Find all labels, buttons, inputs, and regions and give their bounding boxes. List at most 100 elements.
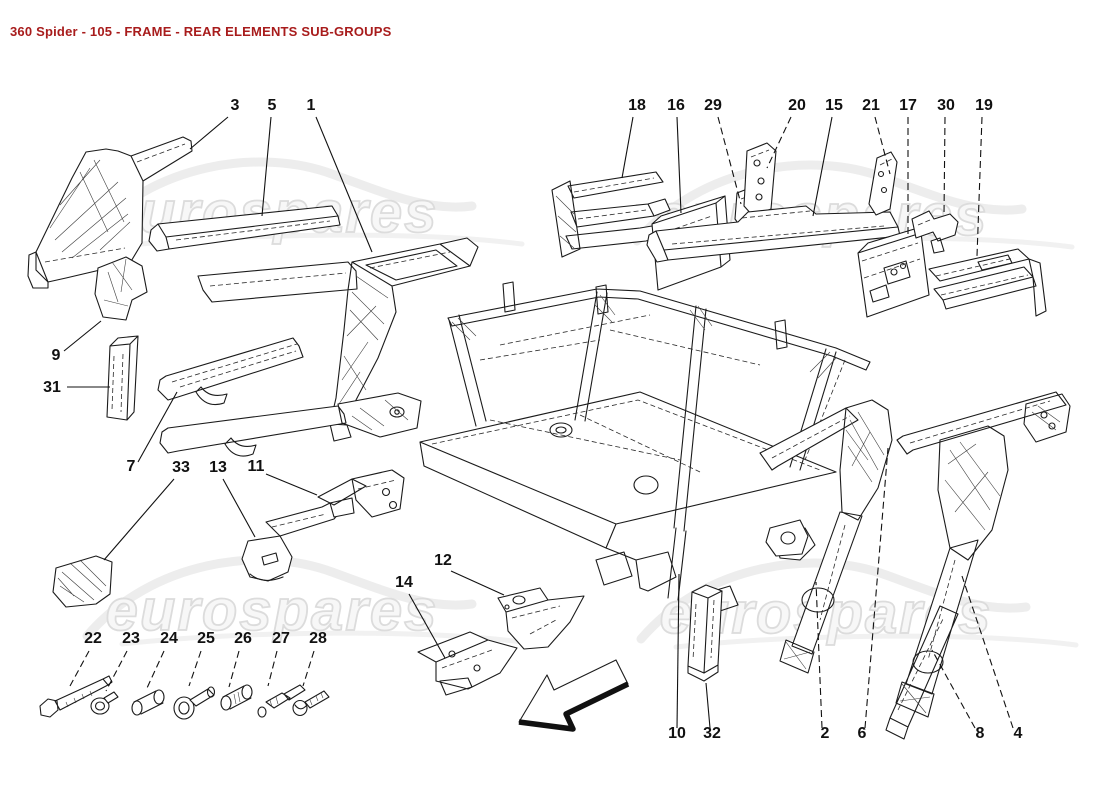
part-number-17: 17 bbox=[899, 97, 917, 114]
leader-line-30 bbox=[943, 116, 946, 216]
leader-line-26 bbox=[228, 650, 240, 688]
outline bbox=[687, 584, 723, 682]
part-number-8: 8 bbox=[976, 725, 985, 742]
head bbox=[292, 699, 308, 717]
rear-subframe-right bbox=[885, 391, 1071, 740]
detail-lines bbox=[671, 210, 885, 245]
hole bbox=[757, 177, 765, 185]
leader-line-5 bbox=[261, 116, 272, 217]
latch-circle bbox=[899, 262, 907, 270]
detail-lines bbox=[357, 479, 397, 490]
leader-line-8 bbox=[931, 649, 976, 729]
hatch-lines bbox=[103, 258, 133, 307]
frame-gusset-hatch bbox=[451, 294, 837, 379]
frame-mount-ring bbox=[633, 475, 659, 495]
part-number-33: 33 bbox=[172, 459, 190, 476]
outline bbox=[52, 555, 113, 608]
detail-lines bbox=[771, 415, 851, 621]
leader-line-21 bbox=[874, 116, 891, 175]
hatch-lines bbox=[783, 411, 885, 670]
leader-line-19 bbox=[976, 116, 983, 257]
detail-lines bbox=[750, 149, 770, 158]
leader-line-12 bbox=[450, 570, 505, 596]
hatch-lines bbox=[351, 399, 409, 431]
outline bbox=[148, 205, 341, 252]
shaft bbox=[304, 690, 330, 709]
part-number-1: 1 bbox=[307, 97, 316, 114]
part-number-19: 19 bbox=[975, 97, 993, 114]
part-number-29: 29 bbox=[704, 97, 722, 114]
part-drawing-rail-5 bbox=[148, 205, 341, 252]
thread-lines bbox=[65, 690, 93, 708]
detail-lines bbox=[271, 513, 327, 528]
hatch-lines bbox=[338, 275, 389, 405]
leader-line-4 bbox=[961, 575, 1014, 729]
part-number-6: 6 bbox=[858, 725, 867, 742]
leader-line-28 bbox=[302, 650, 315, 687]
outline bbox=[911, 210, 959, 254]
part-number-25: 25 bbox=[197, 630, 215, 647]
watermark-swoosh-3 bbox=[82, 555, 477, 641]
part-number-31: 31 bbox=[43, 379, 61, 396]
part-drawing-post-31 bbox=[106, 335, 139, 421]
part-drawing-bracket-14 bbox=[417, 631, 518, 696]
foot-curve bbox=[249, 573, 284, 581]
body-lines bbox=[133, 690, 164, 715]
leader-line-22 bbox=[69, 650, 90, 687]
hole bbox=[504, 604, 510, 610]
rib-lines bbox=[233, 691, 241, 705]
outline bbox=[27, 136, 193, 289]
leader-line-10 bbox=[676, 573, 680, 729]
detail-lines bbox=[111, 353, 124, 413]
sleeve bbox=[189, 688, 215, 707]
part-drawing-bracket-11 bbox=[317, 469, 405, 518]
arrow-shadow-edge bbox=[518, 681, 630, 732]
flange bbox=[173, 696, 195, 720]
watermark-swoosh-2 bbox=[632, 160, 1027, 246]
detail-lines bbox=[573, 177, 655, 220]
part-number-10: 10 bbox=[668, 725, 686, 742]
part-number-5: 5 bbox=[268, 97, 277, 114]
flange bbox=[90, 697, 110, 715]
bore bbox=[94, 701, 106, 711]
thread-lines bbox=[309, 692, 324, 706]
part-number-32: 32 bbox=[703, 725, 721, 742]
leader-line-14 bbox=[408, 593, 446, 659]
detail-lines bbox=[175, 220, 331, 241]
detail-lines bbox=[917, 219, 931, 226]
body bbox=[265, 684, 306, 709]
leader-line-25 bbox=[188, 650, 202, 687]
fastener-drawing-23 bbox=[90, 691, 119, 715]
detail-lines bbox=[692, 599, 715, 661]
leader-line-33 bbox=[103, 478, 175, 561]
cap bbox=[153, 689, 165, 705]
hatch-lines bbox=[57, 559, 107, 603]
part-number-7: 7 bbox=[127, 458, 136, 475]
frame-mount-ring bbox=[549, 422, 573, 438]
leader-line-1 bbox=[315, 116, 373, 253]
outline bbox=[743, 142, 777, 217]
outline bbox=[197, 237, 479, 442]
leader-line-7 bbox=[137, 391, 178, 463]
leader-line-20 bbox=[766, 116, 792, 169]
part-number-22: 22 bbox=[84, 630, 102, 647]
body-lines bbox=[222, 685, 252, 710]
leader-line-32 bbox=[705, 682, 711, 729]
leader-line-24 bbox=[146, 650, 165, 689]
hole bbox=[448, 650, 456, 658]
part-number-30: 30 bbox=[937, 97, 955, 114]
part-drawing-gusset-left bbox=[27, 136, 193, 289]
frame-cross-braces bbox=[431, 314, 846, 473]
detail-lines bbox=[897, 400, 1051, 711]
stub bbox=[103, 691, 119, 704]
hole bbox=[755, 193, 763, 201]
fastener-drawing-25 bbox=[173, 686, 216, 720]
detail-lines bbox=[171, 343, 298, 388]
part-number-3: 3 bbox=[231, 97, 240, 114]
rib-lines bbox=[269, 696, 279, 708]
part-drawing-beam-7 bbox=[157, 337, 304, 406]
part-number-23: 23 bbox=[122, 630, 140, 647]
fastener-drawing-26 bbox=[220, 684, 253, 711]
part-number-26: 26 bbox=[234, 630, 252, 647]
